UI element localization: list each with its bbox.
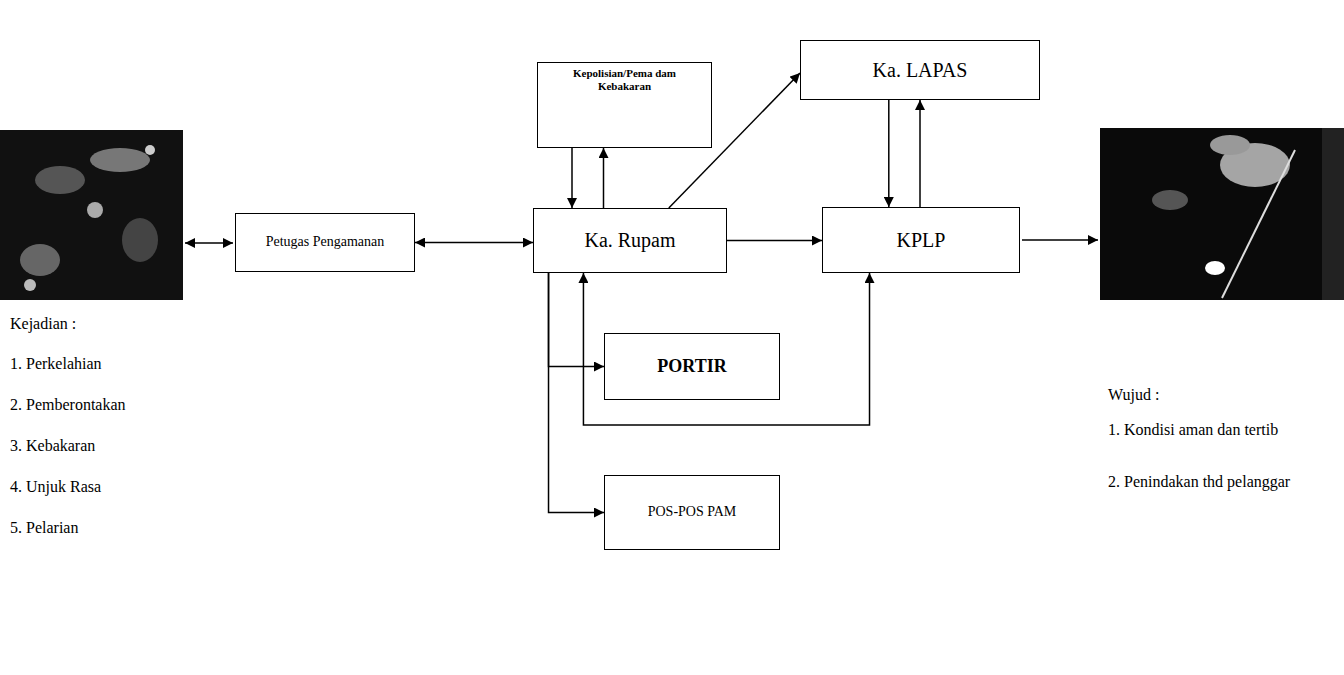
box-text: Kepolisian/Pema dam Kebakaran — [570, 67, 680, 92]
connector-arrow — [583, 273, 869, 425]
post-box: PORTIR — [604, 333, 780, 400]
list-item: 1. Perkelahian — [10, 354, 190, 375]
head-box: Ka. LAPAS — [800, 40, 1040, 100]
connector-arrow — [415, 242, 533, 244]
box-text: Ka. Rupam — [584, 229, 675, 252]
post-box: POS-POS PAM — [604, 475, 780, 550]
list-item: 3. Kebakaran — [10, 436, 190, 457]
connector-arrow — [549, 273, 604, 513]
process-box: Petugas Pengamanan — [235, 213, 415, 272]
result-arrow — [1022, 239, 1098, 241]
connector-arrow — [919, 100, 921, 207]
box-text: PORTIR — [657, 356, 726, 377]
list-heading: Kejadian : — [10, 314, 170, 335]
process-box: KPLP — [822, 207, 1020, 273]
list-item: 5. Pelarian — [10, 518, 190, 539]
result-photo — [1100, 128, 1344, 300]
agency-box: Kepolisian/Pema dam Kebakaran — [537, 62, 712, 148]
connector-arrow — [727, 240, 822, 242]
box-text: KPLP — [897, 229, 946, 252]
box-text: Petugas Pengamanan — [266, 234, 385, 250]
connector-arrow — [888, 100, 890, 207]
connector-arrow — [603, 148, 605, 208]
list-item: 4. Unjuk Rasa — [10, 477, 190, 498]
list-item: 1. Kondisi aman dan tertib — [1108, 420, 1304, 441]
connector-arrow — [571, 148, 573, 208]
list-heading: Wujud : — [1108, 385, 1283, 406]
connector-arrow — [549, 273, 604, 367]
box-text: POS-POS PAM — [648, 504, 737, 520]
incident-arrow — [185, 242, 233, 244]
box-text: Ka. LAPAS — [873, 59, 968, 82]
list-item: 2. Pemberontakan — [10, 395, 190, 416]
list-item: 2. Penindakan thd pelanggar — [1108, 472, 1304, 493]
incident-photo — [0, 130, 183, 300]
process-box: Ka. Rupam — [533, 208, 727, 273]
